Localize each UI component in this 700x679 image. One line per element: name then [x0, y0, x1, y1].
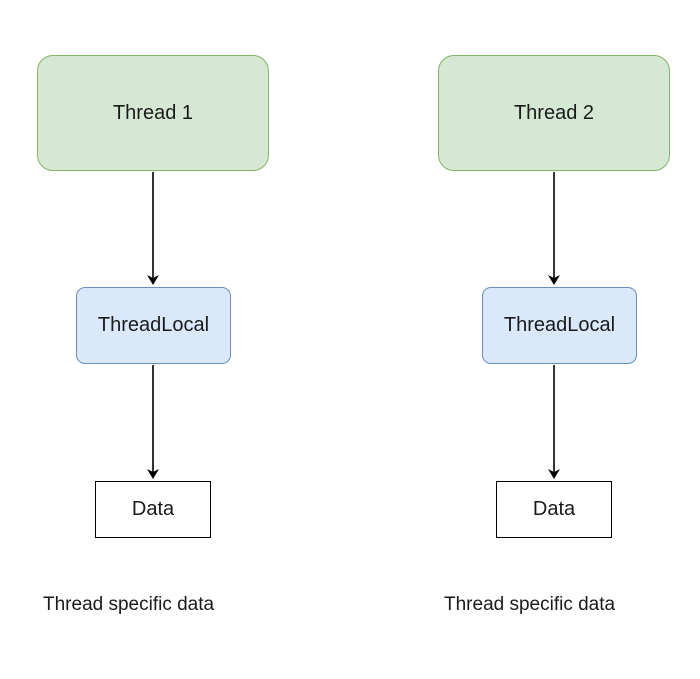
threadlocal-1-label: ThreadLocal: [97, 314, 210, 336]
caption-1: Thread specific data: [43, 594, 215, 615]
threadlocal-1-node: ThreadLocal: [76, 287, 231, 364]
thread-1-label: Thread 1: [112, 101, 194, 124]
data-1-node: Data: [95, 481, 211, 538]
data-2-label: Data: [532, 498, 576, 520]
data-2-node: Data: [496, 481, 612, 538]
thread-2-label: Thread 2: [513, 101, 595, 124]
data-1-label: Data: [131, 498, 175, 520]
thread-1-node: Thread 1: [37, 55, 269, 171]
caption-2: Thread specific data: [444, 594, 616, 615]
threadlocal-2-label: ThreadLocal: [503, 314, 616, 336]
threadlocal-2-node: ThreadLocal: [482, 287, 637, 364]
thread-2-node: Thread 2: [438, 55, 670, 171]
